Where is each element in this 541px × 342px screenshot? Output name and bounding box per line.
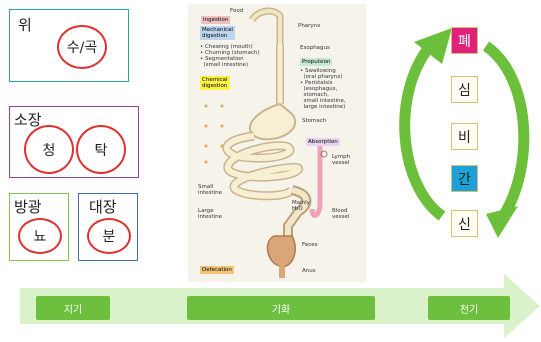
organ-heart: 심 (451, 76, 478, 103)
clear-circle: 청 (24, 125, 74, 174)
lymph-vessel-label: Lymph vessel (332, 154, 350, 166)
mechanical-digestion-tag: Mechanical digestion (200, 26, 235, 40)
propulsion-tag: Propulsion (300, 58, 332, 66)
urine-circle: 뇨 (18, 218, 62, 254)
esophagus-label: Esophagus (300, 45, 330, 51)
stage-heaven-qi: 천기 (428, 296, 510, 320)
pharynx-label: Pharynx (298, 23, 320, 29)
organ-kidney: 신 (451, 210, 478, 237)
absorption-tag: Absorption (306, 138, 340, 146)
stage-qi-transformation: 기화 (187, 296, 375, 320)
turbid-circle: 탁 (76, 125, 126, 174)
blood-vessel-label: Blood vessel (332, 208, 349, 220)
organ-spleen: 비 (451, 123, 478, 150)
stage-earth-qi: 지기 (36, 296, 110, 320)
propulsion-list-label: • Swallowing (oral pharynx) • Peristalsi… (300, 68, 346, 110)
small-intestine-label: Small intestine (198, 184, 222, 196)
organ-lung: 폐 (451, 27, 478, 54)
large-intestine-label: Large intestine (198, 208, 222, 220)
bladder-box: 방광 뇨 (9, 193, 69, 261)
small-intestine-box: 소장 청 탁 (9, 106, 139, 178)
large-intestine-title: 대장 (89, 196, 117, 217)
bladder-title: 방광 (14, 196, 42, 217)
stomach-title: 위 (18, 14, 32, 35)
digestive-illustration: Ingestion Mechanical digestion Chemical … (188, 4, 366, 282)
feces-circle: 분 (87, 218, 131, 254)
grain-water-circle: 수/곡 (57, 25, 107, 69)
stomach-box: 위 수/곡 (9, 9, 129, 82)
mainly-h2o-label: Mainly H₂O (292, 200, 310, 212)
mechanical-list-label: • Chewing (mouth) • Churning (stomach) •… (200, 44, 260, 68)
defecation-tag: Defecation (200, 266, 234, 274)
large-intestine-box: 대장 분 (78, 193, 138, 261)
feces-label: Feces (302, 242, 318, 248)
stomach-label: Stomach (302, 118, 326, 124)
food-label: Food (230, 8, 243, 14)
ingestion-tag: Ingestion (201, 16, 230, 24)
chemical-digestion-tag: Chemical digestion (200, 76, 230, 90)
organ-liver: 간 (451, 165, 478, 192)
